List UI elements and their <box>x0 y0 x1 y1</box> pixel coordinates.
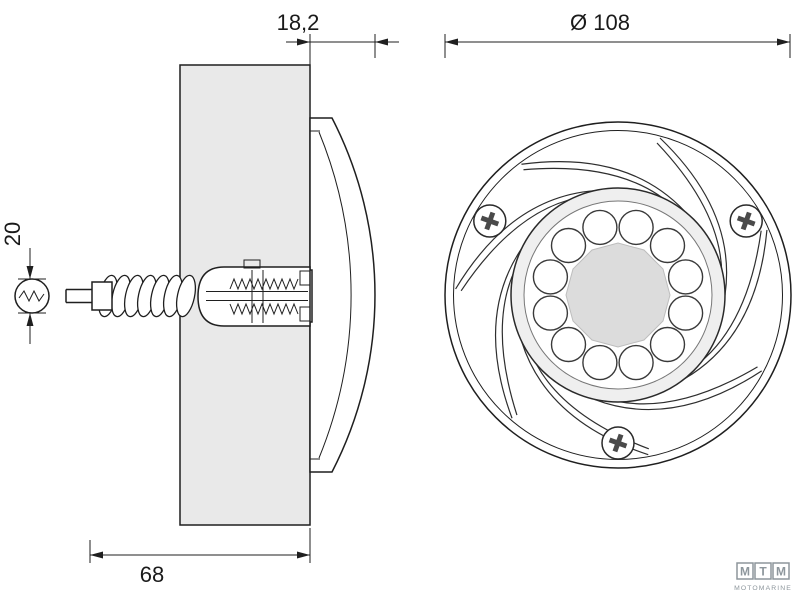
dim-label-outer-diameter: Ø 108 <box>570 10 630 35</box>
screw-top-left <box>473 204 507 238</box>
logo-letter-box <box>754 562 772 580</box>
led <box>667 259 704 295</box>
led <box>649 326 686 363</box>
dim-label-mounting-depth: 68 <box>140 562 164 587</box>
cable <box>65 281 113 311</box>
logo-letter-box <box>736 562 754 580</box>
led <box>550 326 587 363</box>
led <box>618 344 654 381</box>
dim-outer-diameter: Ø 108 <box>444 10 791 58</box>
cable-gland-symbol <box>14 278 50 314</box>
center-lens-polygon <box>565 242 671 348</box>
clamp-tab <box>243 259 261 269</box>
gland-serration <box>18 289 45 303</box>
dim-flange-thickness: 18,2 <box>277 10 399 112</box>
led-ring <box>532 209 704 381</box>
led <box>667 295 704 331</box>
clamp-serration-bottom <box>229 302 299 316</box>
screw-bottom <box>601 426 635 460</box>
phillips-cross-icon <box>480 211 500 231</box>
clamp-body <box>197 259 311 327</box>
flange-dome <box>309 117 376 473</box>
clamp-housing <box>197 266 311 327</box>
clamp-spacer-top <box>299 270 311 286</box>
clamp-serration-top <box>229 277 299 291</box>
logo-caption: MOTOMARINE <box>734 585 792 592</box>
coil-loop <box>175 274 197 318</box>
dimensions: 18,2 Ø 108 20 68 <box>0 10 791 587</box>
dim-cable-diameter: 20 <box>0 222 46 344</box>
front-view <box>440 111 800 485</box>
logo-letter: M <box>776 565 786 579</box>
phillips-cross-icon <box>736 211 756 231</box>
led <box>618 209 654 246</box>
led <box>532 259 569 295</box>
logo-letter: T <box>759 565 767 579</box>
dim-mounting-depth: 68 <box>89 528 311 587</box>
cable-connector-block <box>91 281 113 311</box>
mtm-logo: M T M MOTOMARINE <box>734 562 792 592</box>
outer-rim-circle <box>444 121 792 469</box>
led <box>582 209 618 246</box>
screw-top-right <box>729 204 763 238</box>
flange-inner-curve <box>318 131 352 459</box>
logo-letter: M <box>740 565 750 579</box>
led <box>582 344 618 381</box>
dim-label-cable-diameter: 20 <box>0 222 25 246</box>
side-section-view <box>14 64 376 526</box>
led <box>550 227 587 264</box>
led <box>532 295 569 331</box>
clamp-spacer-bottom <box>299 306 311 322</box>
dim-label-flange-thickness: 18,2 <box>277 10 320 35</box>
phillips-cross-icon <box>608 433 628 453</box>
led <box>649 227 686 264</box>
logo-letter-box <box>772 562 790 580</box>
